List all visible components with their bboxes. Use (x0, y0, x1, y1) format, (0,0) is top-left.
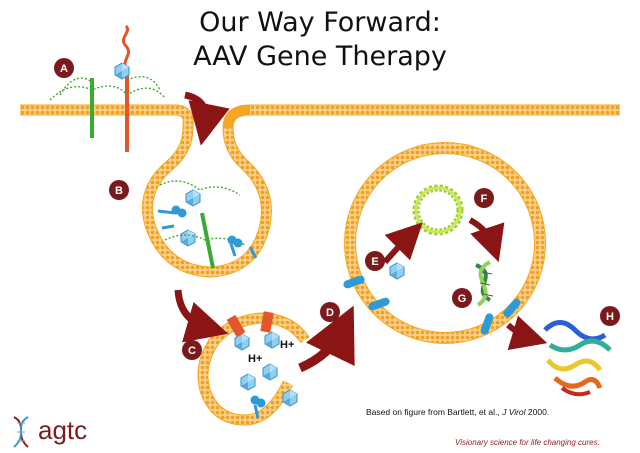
title-line-2: AAV Gene Therapy (193, 41, 447, 72)
step-d-badge (320, 302, 340, 322)
dna-logo-icon (13, 416, 29, 448)
aav-capsid (240, 373, 256, 391)
flow-arrows (174, 91, 548, 373)
logo-text: agtc (38, 415, 88, 445)
aav-capsid (185, 189, 201, 207)
episomal-dna (412, 184, 464, 236)
step-f-badge (474, 188, 494, 208)
proton-label: H+ (280, 339, 294, 351)
aav-capsid (282, 389, 298, 407)
step-b-label: B (115, 185, 123, 197)
title-line-1: Our Way Forward: (199, 7, 441, 38)
step-h-label: H (606, 311, 614, 323)
citation-year: 2000. (525, 407, 550, 417)
nuclear-pore (503, 298, 521, 318)
receptors-step-a (49, 24, 166, 152)
plasma-membrane (20, 104, 620, 129)
step-badges: A B C D E F G H (54, 58, 620, 360)
transcription-helix (475, 260, 494, 307)
nucleus-envelope (343, 142, 546, 344)
citation-journal: J Virol (502, 407, 526, 417)
step-c-label: C (188, 345, 196, 357)
agtc-logo: agtc (8, 415, 118, 449)
step-h-badge (600, 306, 620, 326)
aav-capsid (180, 229, 196, 247)
nuclear-pore (480, 313, 494, 335)
step-f-label: F (481, 193, 488, 205)
step-g-badge (452, 288, 472, 308)
aav-capsid (262, 363, 278, 381)
therapeutic-protein (543, 320, 612, 397)
endosome-forming (142, 127, 272, 278)
endosome-contents-b (157, 180, 258, 269)
nuclear-pore (343, 275, 365, 289)
endosome-contents-c (226, 311, 298, 419)
step-a-label: A (60, 63, 68, 75)
step-b-badge (109, 180, 129, 200)
step-e-badge (365, 251, 385, 271)
aav-capsid-nuclear (389, 262, 405, 280)
aav-capsid (114, 62, 130, 80)
step-g-label: G (458, 293, 467, 305)
tagline: Visionary science for life changing cure… (455, 438, 600, 447)
aav-capsid (264, 331, 280, 349)
step-d-label: D (326, 307, 334, 319)
figure-citation: Based on figure from Bartlett, et al., J… (366, 407, 549, 417)
proton-label: H+ (248, 353, 262, 365)
citation-prefix: Based on figure from Bartlett, et al., (366, 407, 503, 417)
step-c-badge (182, 340, 202, 360)
step-a-badge (54, 58, 74, 78)
step-e-label: E (371, 256, 378, 268)
nuclear-pore (368, 297, 390, 311)
